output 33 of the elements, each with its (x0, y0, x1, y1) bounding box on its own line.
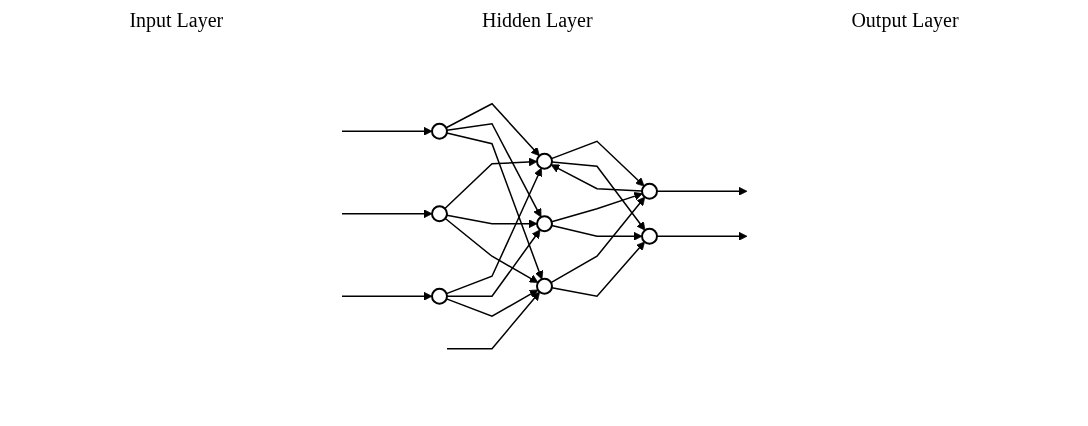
arrow (550, 140, 644, 187)
arrow (550, 161, 645, 231)
arrow (445, 229, 540, 297)
arrow (549, 196, 645, 284)
node-circle (430, 122, 448, 140)
node-circle (535, 152, 553, 170)
arrow (443, 157, 537, 210)
arrow (445, 132, 543, 280)
arrow (340, 209, 432, 219)
arrow (550, 164, 643, 192)
layer-label: Input Layer (129, 8, 224, 32)
layer-label: Hidden Layer (482, 8, 593, 32)
node-circle (535, 277, 553, 295)
arrow (445, 122, 541, 218)
arrow (445, 291, 540, 350)
arrow (444, 217, 538, 283)
arrow (550, 241, 645, 298)
node-circle (430, 287, 448, 305)
node-circle (640, 227, 658, 245)
arrow (550, 191, 643, 223)
node-circle (430, 205, 448, 223)
arrow (445, 289, 538, 318)
node-circle (640, 182, 658, 200)
arrow (655, 186, 747, 196)
arrow (445, 167, 542, 295)
arrow (445, 214, 537, 229)
arrow (550, 224, 642, 241)
arrow (340, 291, 432, 301)
arrow (340, 126, 432, 136)
arrow (444, 102, 540, 157)
layer-label: Output Layer (851, 8, 959, 32)
arrow (655, 231, 747, 241)
node-circle (535, 215, 553, 233)
